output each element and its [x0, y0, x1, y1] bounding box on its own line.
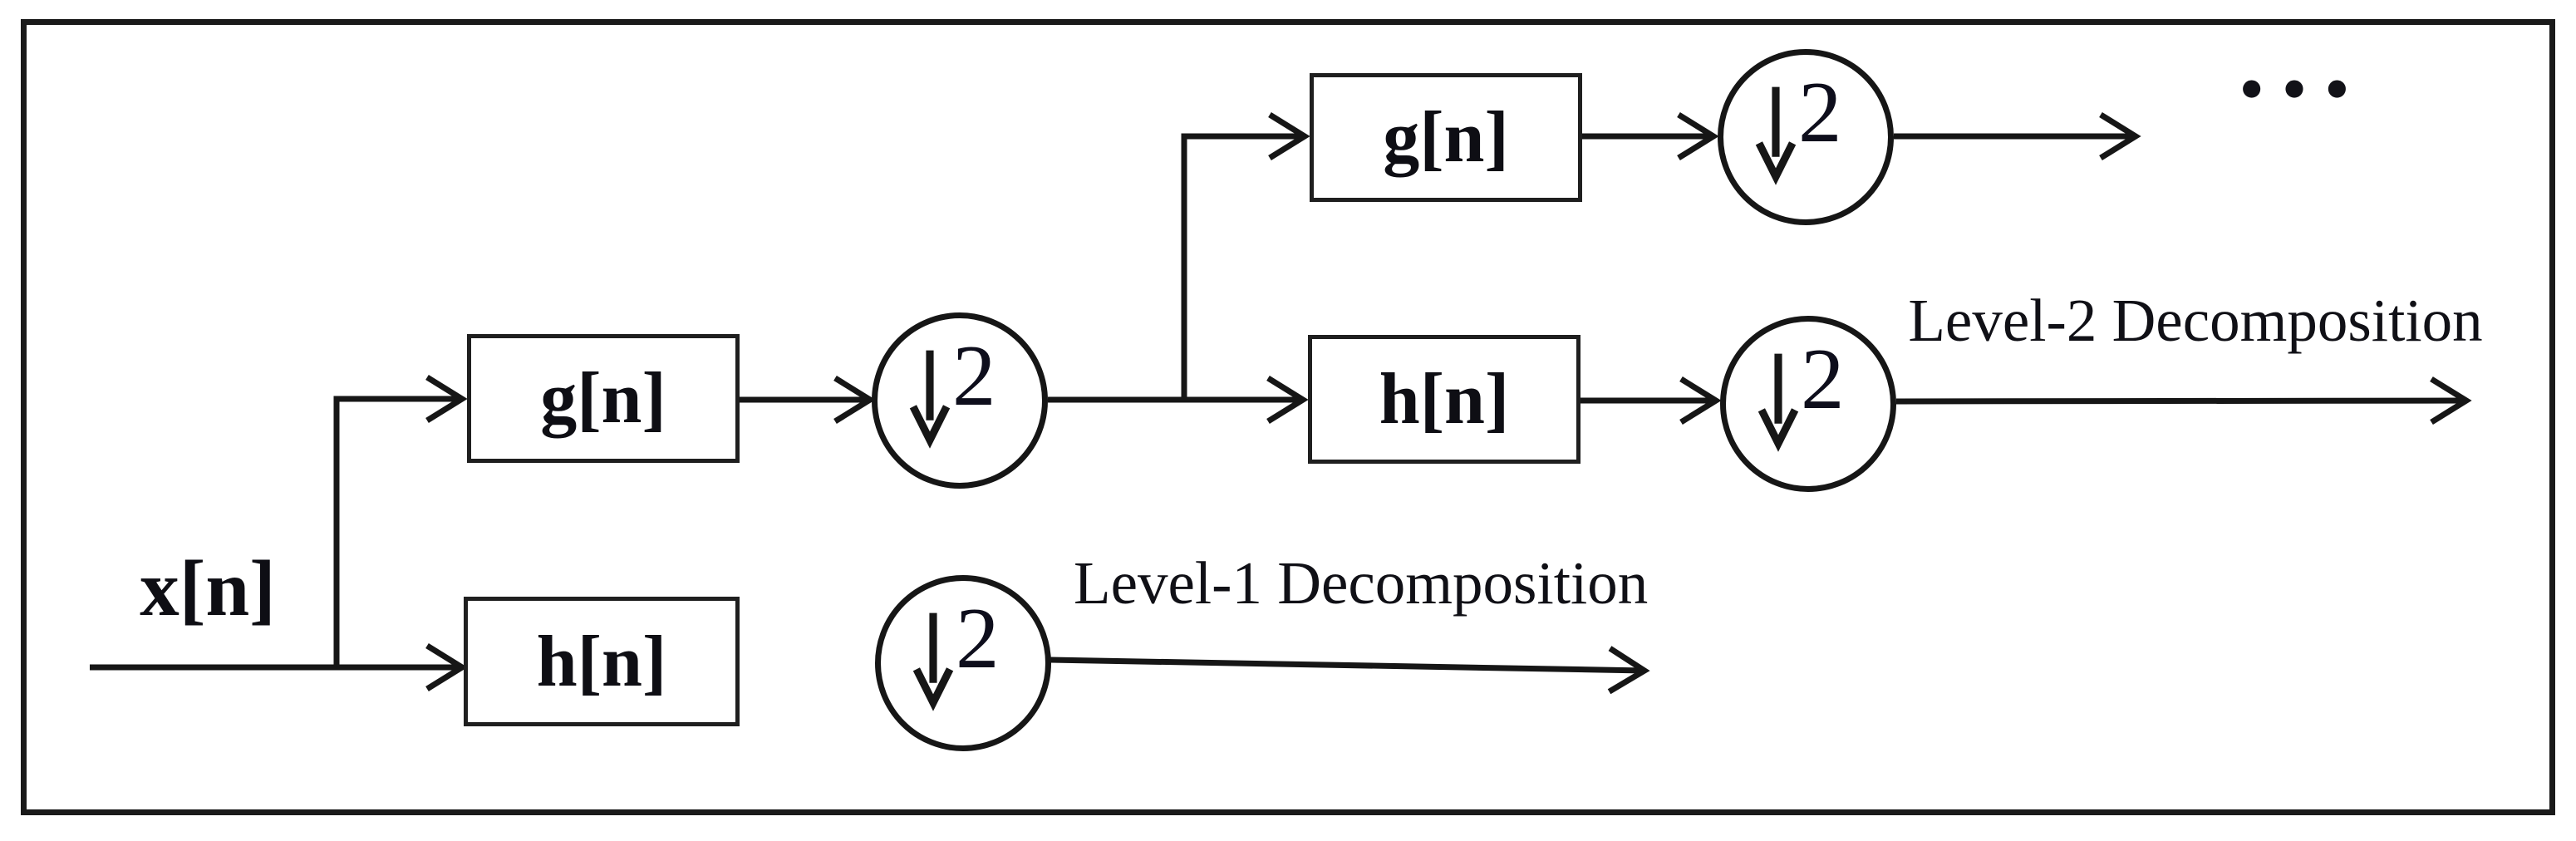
- filter-label: h[n]: [1379, 359, 1510, 440]
- diagram-border: [21, 19, 2555, 815]
- downsampler-level2-g: 2: [1718, 49, 1894, 225]
- filter-label: g[n]: [540, 358, 666, 439]
- level2-decomposition-label: Level-2 Decomposition: [1908, 287, 2483, 354]
- downsample-factor: 2: [1798, 63, 1842, 160]
- continuation-ellipsis: ···: [2234, 29, 2362, 149]
- downsample-factor: 2: [1801, 330, 1845, 427]
- filter-label: g[n]: [1383, 97, 1509, 178]
- down-arrow-icon: [912, 612, 954, 711]
- filter-box-level1-highpass: g[n]: [467, 334, 740, 463]
- downsampler-level2-h: 2: [1720, 316, 1896, 492]
- downsample-factor: 2: [952, 327, 996, 424]
- down-arrow-icon: [1755, 86, 1797, 185]
- down-arrow-icon: [1757, 353, 1799, 452]
- wire-branch-to-l1-g: [333, 375, 468, 667]
- input-signal-label: x[n]: [140, 543, 276, 632]
- down-arrow-icon: [909, 350, 951, 449]
- filter-label: h[n]: [536, 621, 667, 702]
- level1-decomposition-label: Level-1 Decomposition: [1074, 549, 1649, 617]
- filter-box-level1-lowpass: h[n]: [464, 597, 740, 726]
- downsampler-level1-h: 2: [875, 575, 1051, 751]
- filter-box-level2-highpass: g[n]: [1310, 73, 1582, 202]
- wire-level1-output: [1049, 646, 1650, 695]
- downsample-factor: 2: [956, 589, 1000, 686]
- wire-branch-to-l2-g: [1181, 112, 1310, 400]
- filter-box-level2-lowpass: h[n]: [1308, 335, 1581, 464]
- downsampler-level1-g: 2: [872, 312, 1048, 489]
